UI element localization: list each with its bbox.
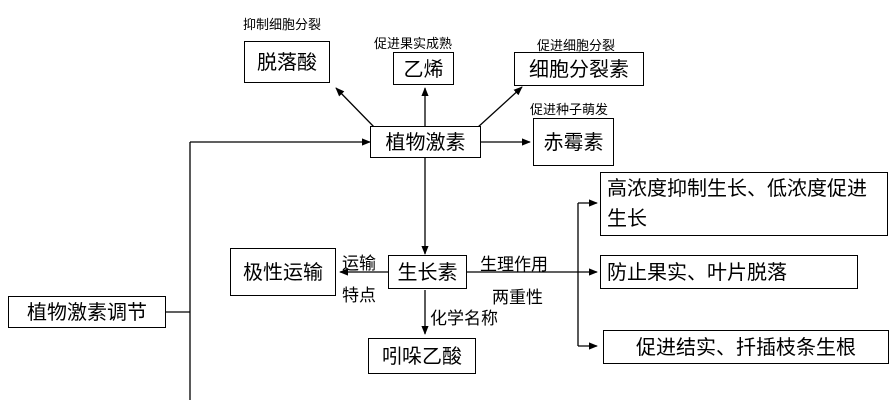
aba-node: 脱落酸	[244, 41, 330, 83]
transport-label-1: 运输	[342, 254, 376, 274]
aba-function-label: 抑制细胞分裂	[243, 18, 322, 33]
transport-label-2: 特点	[342, 286, 376, 306]
effect-prevent-node: 防止果实、叶片脱落	[600, 255, 858, 289]
cytokinin-node: 细胞分裂素	[514, 52, 644, 86]
polar-transport-node: 极性运输	[230, 248, 336, 296]
effect-promote-node: 促进结实、扦插枝条生根	[603, 330, 889, 364]
physio-label: 生理作用	[480, 255, 548, 275]
edge-to-cytokinin	[476, 86, 523, 129]
iaa-node: 吲哚乙酸	[368, 338, 476, 374]
chem-name-label: 化学名称	[430, 309, 498, 329]
gibberellin-function-label: 促进种子萌发	[530, 103, 609, 118]
gibberellin-node: 赤霉素	[533, 118, 614, 166]
cytokinin-function-label: 促进细胞分裂	[537, 39, 616, 54]
ethylene-function-label: 促进果实成熟	[374, 37, 453, 52]
ethylene-node: 乙烯	[393, 52, 454, 85]
duality-label: 两重性	[492, 288, 543, 308]
plant-hormones-node: 植物激素	[370, 126, 481, 158]
effect-dual-node: 高浓度抑制生长、低浓度促进生长	[600, 172, 888, 236]
edge-to-aba	[335, 87, 376, 129]
root-node: 植物激素调节	[8, 296, 166, 328]
auxin-node: 生长素	[388, 255, 467, 289]
